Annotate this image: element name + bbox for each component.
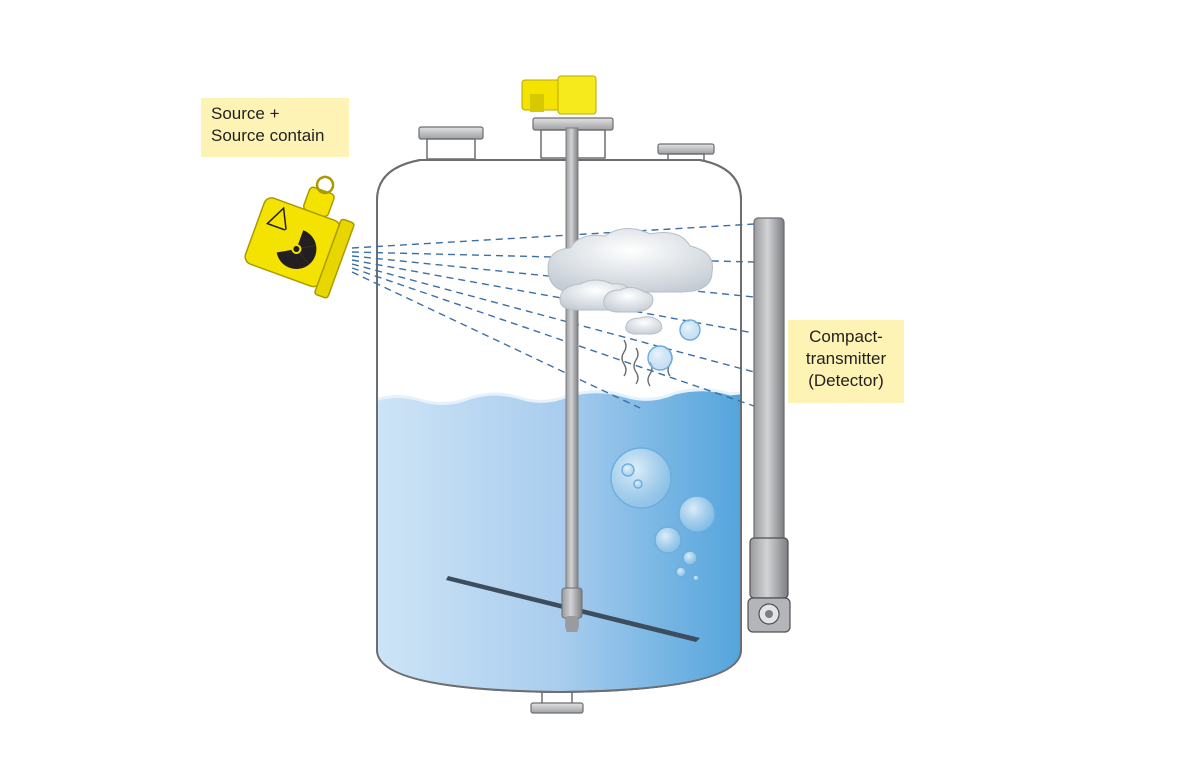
gas-bubbles: [610, 319, 716, 582]
agitator-shaft: [565, 127, 579, 629]
bubble: [633, 479, 643, 489]
detector-display-center: [765, 610, 773, 618]
agitator-hub: [561, 587, 583, 619]
warning-triangle-icon: [265, 206, 288, 232]
liquid-surface-highlight: [377, 388, 741, 405]
source-handle: [302, 186, 335, 218]
left-nozzle-flange: [418, 126, 484, 140]
liquid-fill: [377, 389, 741, 692]
bubble: [654, 526, 682, 554]
bubble: [678, 495, 716, 533]
source-eyelet: [315, 175, 335, 195]
bubble: [682, 550, 698, 566]
source-label-line1: Source +: [211, 104, 280, 123]
agitator-motor: [521, 75, 597, 115]
detector-label-line1: Compact-: [809, 327, 883, 346]
radiation-trefoil-icon: [274, 227, 319, 272]
tank-outline: [376, 159, 742, 694]
source-label: Source + Source contain: [201, 98, 349, 157]
detector-label-line3: (Detector): [808, 371, 884, 390]
source-label-line2: Source contain: [211, 126, 325, 145]
bubble: [679, 319, 701, 341]
detector-label-line2: transmitter: [805, 349, 887, 368]
source-container: [244, 175, 355, 299]
bubble: [647, 345, 673, 371]
detector-rod: [747, 217, 791, 633]
bubble: [610, 447, 672, 509]
bottom-nozzle-flange: [530, 702, 584, 714]
liquid: [377, 388, 741, 692]
bubble: [621, 463, 635, 477]
source-flange: [314, 218, 355, 299]
left-nozzle-neck: [426, 138, 476, 160]
bubble: [692, 574, 700, 582]
detector-housing: [749, 537, 789, 599]
detector-tube: [753, 217, 785, 551]
bubble: [675, 566, 687, 578]
agitator-tip: [566, 616, 578, 632]
foam-cloud: [547, 228, 714, 335]
detector-label: Compact- transmitter (Detector): [788, 320, 904, 403]
right-nozzle-flange: [657, 143, 715, 155]
